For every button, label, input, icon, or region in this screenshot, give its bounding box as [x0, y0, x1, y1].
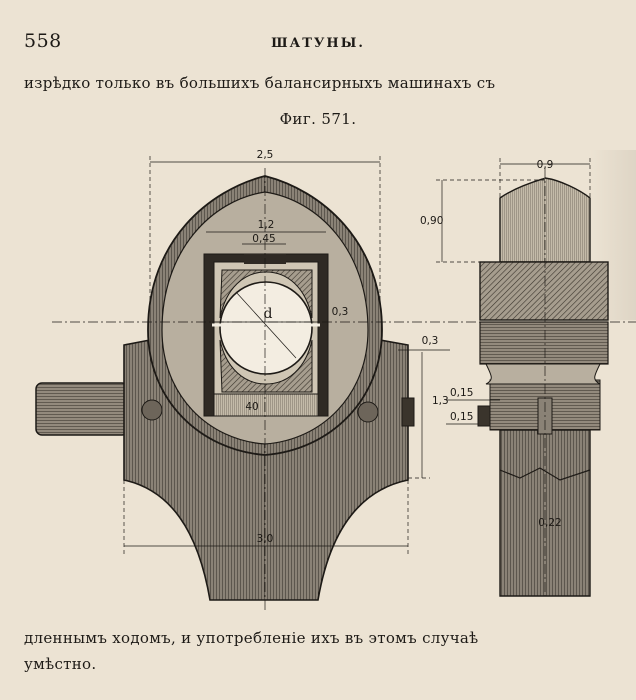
dim-label-diameter: d	[264, 306, 273, 322]
brass-upper	[219, 269, 313, 319]
dim-label-side-top: 0,90	[420, 215, 443, 227]
right-bolt-icon	[357, 401, 379, 423]
brass-lower	[219, 339, 313, 393]
dim-label-bolt-lower: 0,15	[450, 411, 473, 423]
figure-caption: Фиг. 571.	[279, 110, 357, 128]
wedge-key	[213, 393, 319, 417]
dim-label-offset: 0,3	[422, 335, 439, 347]
left-rod-stub	[35, 382, 129, 436]
dim-label-overall: 2,5	[257, 149, 274, 161]
side-view	[477, 177, 609, 597]
technical-drawing: 2,5 1,2 0,45 d 0,3 40 0,3 1,3 3,0 0,9 0,…	[0, 140, 636, 610]
dim-label-key: 40	[245, 401, 258, 413]
paragraph-line-top: изрѣдко только въ большихъ балансирныхъ …	[24, 74, 496, 92]
side-bolt	[477, 405, 491, 427]
side-rod-break	[499, 467, 591, 481]
page-number: 558	[24, 30, 62, 52]
running-head: ШАТУНЫ.	[271, 36, 365, 51]
journal-bore	[219, 281, 313, 375]
dim-label-gap: 0,45	[252, 233, 275, 245]
dim-label-side-width: 0,9	[537, 159, 554, 171]
front-view	[35, 175, 415, 601]
dim-label-bolt-upper: 0,15	[450, 387, 473, 399]
drawing-canvas: 2,5 1,2 0,45 d 0,3 40 0,3 1,3 3,0 0,9 0,…	[35, 149, 636, 610]
dim-label-rod: 0,22	[538, 517, 561, 529]
dim-label-lower-height: 1,3	[432, 395, 449, 407]
right-nut	[401, 397, 415, 427]
dim-label-base: 3,0	[257, 533, 274, 545]
paragraph-line-bottom-2: умѣстно.	[24, 655, 97, 673]
side-collar	[485, 363, 601, 385]
dim-label-small-gap: 0,3	[332, 306, 349, 318]
dimension-lines	[52, 156, 636, 610]
side-block	[479, 261, 609, 321]
left-bolt-icon	[141, 399, 163, 421]
dim-diameter	[235, 291, 297, 359]
side-cap	[499, 177, 591, 263]
paragraph-line-bottom: дленнымъ ходомъ, и употребленіе ихъ въ э…	[24, 629, 479, 647]
side-journal	[479, 321, 609, 365]
dim-label-inner: 1,2	[258, 219, 275, 231]
